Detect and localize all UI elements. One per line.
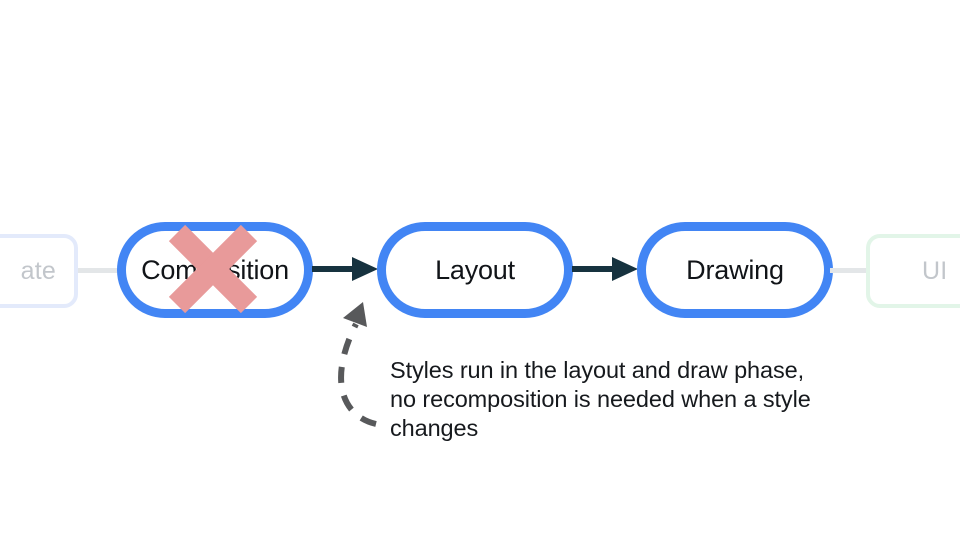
edge-box-state-label: ate — [20, 256, 56, 285]
annotation-line-2: no recomposition is needed when a style — [390, 386, 811, 412]
edge-box-state: ate — [0, 234, 78, 308]
annotation-line-3: changes — [390, 415, 479, 441]
connector-drawing-to-ui — [830, 268, 872, 273]
phase-pill-layout[interactable]: Layout — [377, 222, 573, 318]
curved-dashed-arrow-icon — [338, 302, 377, 427]
connector-state-to-composition — [78, 268, 122, 273]
phase-pill-composition-label: Composition — [141, 254, 289, 285]
phase-pill-composition[interactable]: Composition — [117, 222, 313, 318]
arrow-right-icon-layout-to-drawing — [572, 257, 638, 281]
phase-pill-drawing-label: Drawing — [686, 254, 784, 285]
edge-box-ui: UI — [866, 234, 960, 308]
phase-pill-layout-label: Layout — [435, 254, 515, 285]
edge-box-ui-label: UI — [922, 256, 948, 285]
annotation-text: Styles run in the layout and draw phase,… — [390, 356, 860, 443]
annotation-line-1: Styles run in the layout and draw phase, — [390, 357, 805, 383]
phase-pill-drawing[interactable]: Drawing — [637, 222, 833, 318]
arrow-right-icon-composition-to-layout — [312, 257, 378, 281]
